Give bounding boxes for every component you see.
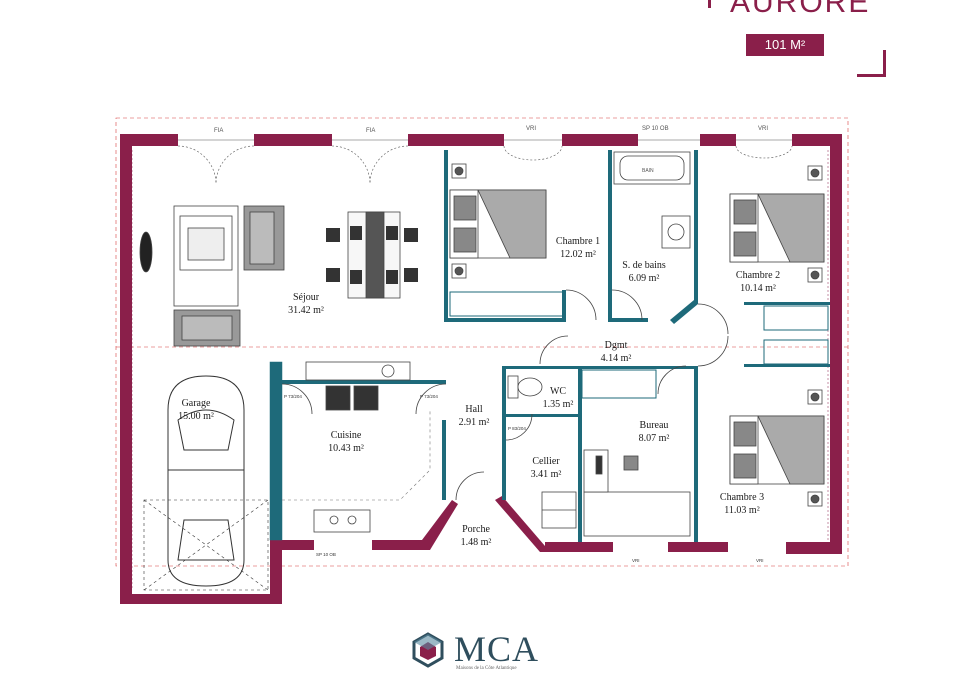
room-area-sdb: 6.09 m² (629, 273, 660, 284)
room-name-cuisine: Cuisine (331, 430, 362, 441)
room-area-wc: 1.35 m² (543, 399, 574, 410)
bathtub-label: BAIN (642, 168, 654, 174)
wardrobes-dgmt (581, 305, 829, 399)
room-area-porche: 1.48 m² (461, 537, 492, 548)
dining-chairs (326, 226, 418, 284)
kitchen-counter-outline (282, 410, 431, 501)
door-label-kitchen-left: P 73/204 (284, 394, 302, 399)
garage-partition (269, 361, 283, 541)
room-area-chambre1: 12.02 m² (560, 249, 596, 260)
room-area-chambre2: 10.14 m² (740, 283, 776, 294)
bed-2 (729, 165, 825, 283)
door-label-kitchen-right: P 73/204 (420, 394, 438, 399)
window-label-2: FIA (366, 128, 375, 134)
desk (583, 449, 691, 537)
door-label-wc: P 83/204 (508, 426, 526, 431)
bed-1 (449, 163, 547, 279)
bed-3 (729, 389, 825, 507)
room-name-porche: Porche (462, 524, 490, 535)
wardrobe-1 (449, 291, 565, 317)
mca-logo-icon (412, 632, 444, 668)
window-label-bottom-2: VRI (756, 558, 764, 563)
surface-badge: 101 M² (746, 34, 824, 56)
room-name-chambre1: Chambre 1 (556, 236, 600, 247)
title-accent-tick (708, 0, 711, 8)
room-name-chambre2: Chambre 2 (736, 270, 780, 281)
room-area-hall: 2.91 m² (459, 417, 490, 428)
brand-name: MCA (454, 629, 540, 669)
room-name-chambre3: Chambre 3 (720, 492, 764, 503)
window-label-5: VRI (758, 126, 768, 132)
bathtub (613, 151, 691, 249)
window-label-kitchen: SP 10 OB (316, 552, 336, 557)
room-name-wc: WC (550, 386, 566, 397)
room-area-garage: 15.00 m² (178, 411, 214, 422)
top-windows (177, 139, 793, 185)
room-area-sejour: 31.42 m² (288, 305, 324, 316)
cellier-shelves (541, 491, 577, 529)
brand-tagline: Maisons de la Côte Atlantique (456, 666, 517, 671)
corner-bracket (857, 50, 886, 77)
toilet (507, 375, 543, 399)
room-name-sdb: S. de bains (622, 260, 666, 271)
room-area-bureau: 8.07 m² (639, 433, 670, 444)
window-label-4: SP 10 OB (642, 126, 669, 132)
room-name-sejour: Séjour (293, 292, 320, 303)
door-swings (281, 289, 729, 501)
dimension-outline (115, 117, 849, 567)
outer-walls (120, 134, 842, 604)
wall-hatching (131, 150, 829, 590)
room-area-dgmt: 4.14 m² (601, 353, 632, 364)
window-label-1: FIA (214, 128, 223, 134)
window-label-bottom-1: VRI (632, 558, 640, 563)
kitchen-fixtures (305, 361, 411, 533)
garage-car (143, 375, 269, 591)
room-area-cellier: 3.41 m² (531, 469, 562, 480)
room-name-bureau: Bureau (640, 420, 669, 431)
room-area-cuisine: 10.43 m² (328, 443, 364, 454)
room-name-dgmt: Dgmt (605, 340, 628, 351)
room-name-cellier: Cellier (532, 456, 560, 467)
room-name-garage: Garage (182, 398, 211, 409)
window-label-3: VRI (526, 126, 536, 132)
room-area-chambre3: 11.03 m² (724, 505, 759, 516)
model-title: AURORE (730, 0, 871, 19)
room-name-hall: Hall (465, 404, 482, 415)
